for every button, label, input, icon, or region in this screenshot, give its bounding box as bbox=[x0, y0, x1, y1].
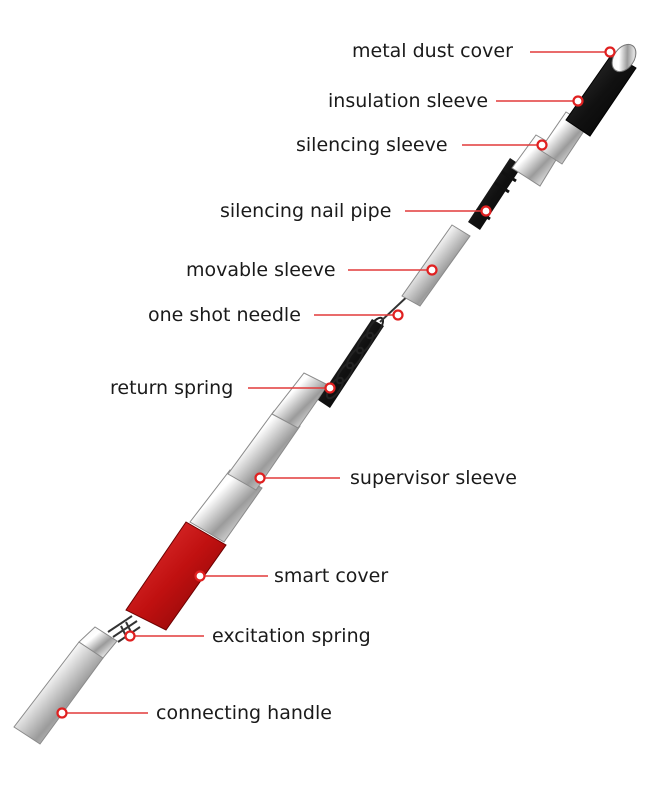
marker-excitation-spring bbox=[124, 630, 136, 642]
smart-cover-part bbox=[125, 521, 227, 631]
metal-dust-cover-part bbox=[611, 43, 637, 73]
marker-connecting-handle bbox=[56, 707, 68, 719]
label-supervisor-sleeve: supervisor sleeve bbox=[350, 467, 517, 489]
marker-smart-cover bbox=[194, 570, 206, 582]
return-spring-part bbox=[318, 316, 385, 408]
supervisor-sleeve-part bbox=[189, 372, 329, 543]
marker-metal-dust-cover bbox=[604, 46, 616, 58]
marker-insulation-sleeve bbox=[572, 95, 584, 107]
leader-lines bbox=[62, 51, 610, 714]
label-metal-dust-cover: metal dust cover bbox=[352, 40, 513, 62]
markers bbox=[56, 46, 616, 719]
label-silencing-sleeve: silencing sleeve bbox=[296, 134, 448, 156]
label-smart-cover: smart cover bbox=[274, 565, 389, 587]
marker-silencing-nail-pipe bbox=[480, 205, 492, 217]
connecting-handle-part bbox=[13, 626, 118, 745]
label-movable-sleeve: movable sleeve bbox=[186, 259, 336, 281]
label-insulation-sleeve: insulation sleeve bbox=[328, 90, 489, 112]
marker-one-shot-needle bbox=[392, 309, 404, 321]
insulation-sleeve-part bbox=[565, 53, 637, 137]
marker-movable-sleeve bbox=[426, 264, 438, 276]
movable-sleeve-part bbox=[401, 224, 471, 307]
marker-supervisor-sleeve bbox=[254, 472, 266, 484]
marker-return-spring bbox=[324, 382, 336, 394]
label-return-spring: return spring bbox=[110, 377, 234, 399]
label-connecting-handle: connecting handle bbox=[156, 702, 332, 724]
label-one-shot-needle: one shot needle bbox=[148, 304, 301, 326]
label-silencing-nail-pipe: silencing nail pipe bbox=[220, 200, 392, 222]
label-excitation-spring: excitation spring bbox=[212, 625, 371, 647]
marker-silencing-sleeve bbox=[536, 139, 548, 151]
